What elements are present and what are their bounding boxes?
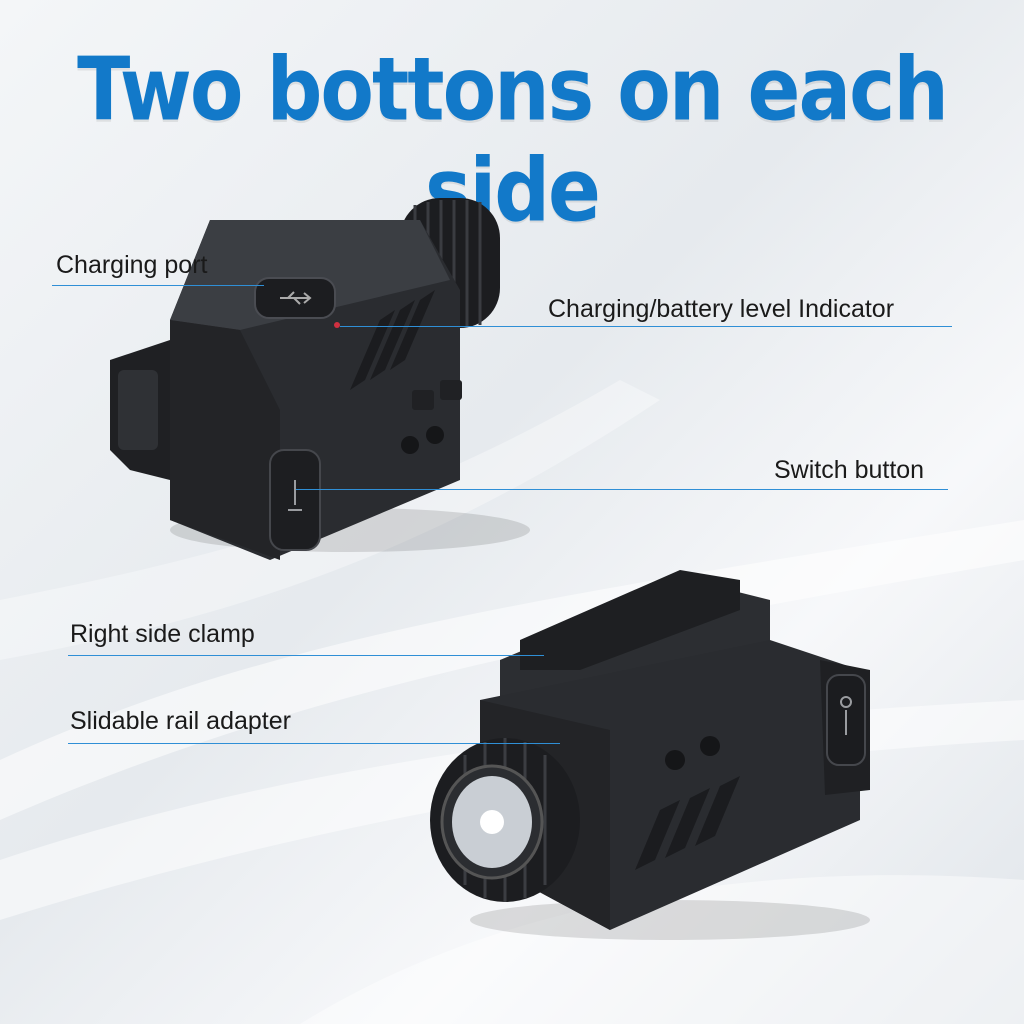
- flashlight-top-view: [110, 198, 530, 560]
- callout-indicator: Charging/battery level Indicator: [548, 295, 895, 323]
- callout-line-slidable-rail-adapter: [68, 743, 560, 744]
- flashlight-icon: [840, 696, 852, 735]
- callout-line-switch-button: [296, 489, 948, 490]
- callout-line-right-side-clamp: [68, 655, 544, 656]
- callout-right-side-clamp: Right side clamp: [70, 620, 255, 648]
- flashlight-bottom-view: [430, 570, 870, 940]
- front-bezel: [430, 738, 580, 902]
- callout-line-charging-port: [52, 285, 264, 286]
- callout-slidable-rail-adapter: Slidable rail adapter: [70, 707, 291, 735]
- callout-charging-port: Charging port: [56, 251, 208, 279]
- lightbulb-icon: [288, 480, 302, 511]
- usb-icon: [280, 291, 312, 305]
- callout-switch-button: Switch button: [774, 456, 925, 484]
- headline: Two bottons on each side: [77, 40, 949, 242]
- callout-line-indicator: [340, 326, 952, 327]
- indicator-led: [334, 322, 340, 328]
